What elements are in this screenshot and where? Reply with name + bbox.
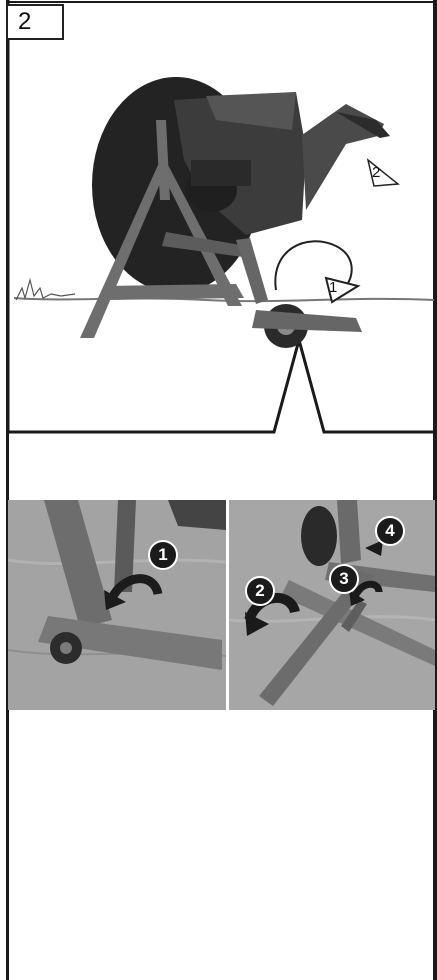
photo-right-callout-3: 3	[329, 564, 359, 594]
photo-unlock-leg: 1	[8, 500, 226, 710]
photo-right-callout-2: 2	[245, 576, 275, 606]
photo-left-image	[8, 500, 226, 710]
page-frame-right	[433, 0, 437, 980]
callout-number: 2	[255, 581, 265, 600]
photo-fold-legs: 2 3 4	[229, 500, 435, 710]
callout-number: 1	[158, 545, 168, 564]
callout-number: 4	[385, 521, 395, 540]
photo-right-callout-4: 4	[375, 516, 405, 546]
step-number-badge: 2	[6, 4, 64, 40]
arrow-label-2: 2	[372, 164, 381, 181]
callout-number: 3	[339, 569, 349, 588]
page-frame-left	[6, 0, 9, 980]
arrow-label-1: 1	[329, 279, 338, 296]
step-number: 2	[18, 8, 32, 35]
saw-illustration	[6, 0, 435, 434]
photo-left-callout-1: 1	[148, 540, 178, 570]
saw-illustration-panel: 1 2	[6, 0, 435, 434]
